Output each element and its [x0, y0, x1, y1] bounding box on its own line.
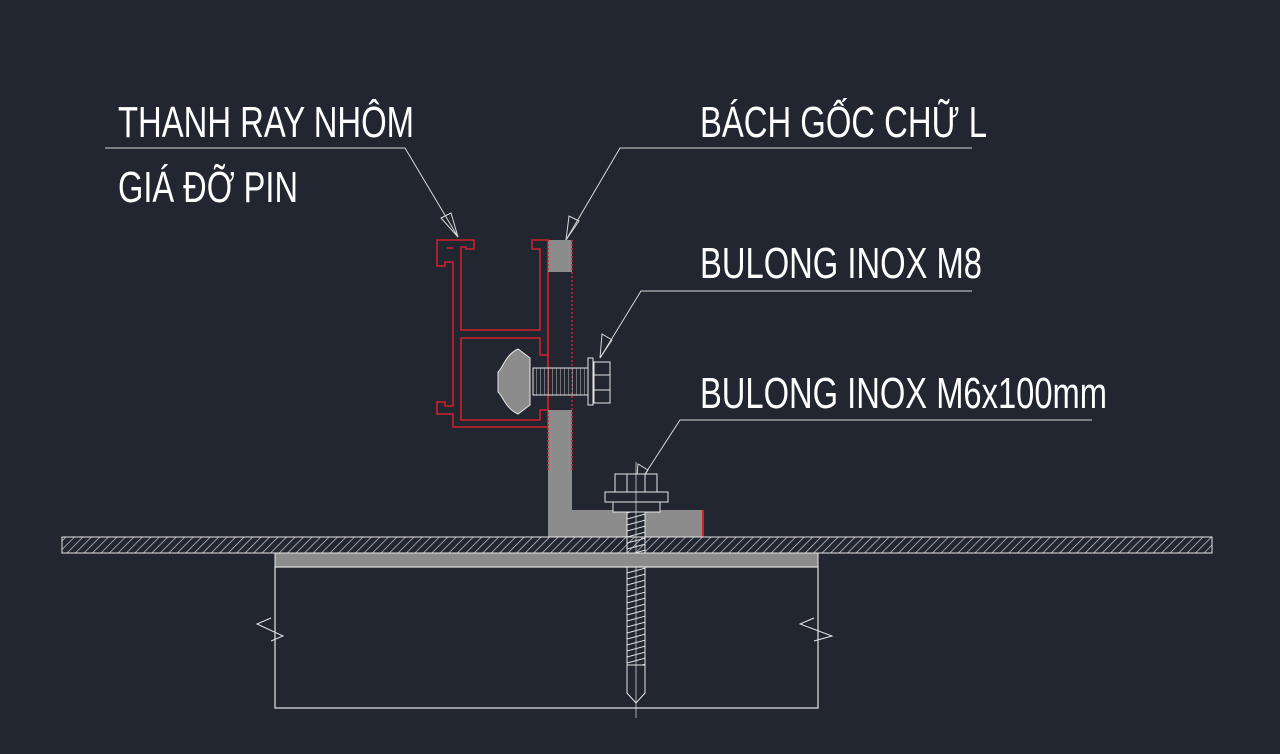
- arrow-bracket-icon: [565, 215, 580, 241]
- arrow-rail-icon: [440, 212, 459, 238]
- bolt-m6: [604, 462, 669, 718]
- leader-bracket: [565, 147, 972, 241]
- label-bolt-m6: BULONG INOX M6x100mm: [700, 369, 1107, 418]
- label-bolt-m8: BULONG INOX M8: [700, 239, 982, 288]
- bolt-m8: [497, 348, 611, 415]
- label-rail: THANH RAY NHÔM: [118, 97, 414, 147]
- aluminium-rail: [436, 239, 549, 428]
- break-right-icon: [798, 617, 834, 642]
- label-rail-sub: GIÁ ĐỠ PIN: [118, 162, 298, 212]
- break-left-icon: [255, 617, 285, 642]
- label-bracket: BÁCH GỐC CHỮ L: [700, 96, 987, 147]
- leader-lines: [105, 147, 1092, 489]
- leader-bolt-m6: [635, 419, 1092, 489]
- roof-section: [61, 536, 1213, 709]
- leader-bolt-m8: [599, 290, 972, 359]
- leader-rail: [105, 147, 459, 238]
- arrow-bolt-m8-icon: [599, 333, 613, 359]
